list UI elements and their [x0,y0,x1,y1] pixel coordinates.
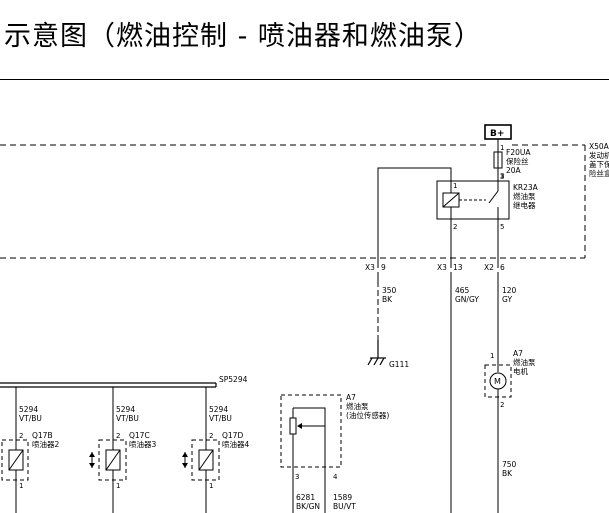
title-divider [0,79,609,80]
battery-positive-box: B+ [484,124,512,140]
connector-x3-b: X3 [437,263,447,272]
relay-kr23a [436,180,510,220]
injector-3-id: Q17D [222,431,243,440]
fuse-block-id: X50A [589,142,609,151]
wire-120-circuit: 120 [502,286,517,295]
splice-id: SP5294 [219,375,248,384]
level-sensor-id: A7 [346,393,356,402]
pump-motor-desc-2: 电机 [513,366,528,376]
wire-120-color: GY [502,295,512,304]
injector-2-color: VT/BU [116,414,139,423]
injector-1-pin-top: 2 [19,432,23,440]
battery-positive-label: B+ [490,129,504,139]
fuse-block-desc-3: 险丝盒 [589,168,609,178]
ground-id: G111 [389,360,409,369]
wire-6281-color: BK/GN [296,502,320,511]
relay-pin-2: 2 [453,223,457,231]
pump-motor-id: A7 [513,349,523,358]
connector-x3-b-pin: 13 [453,263,463,272]
level-sensor-desc-1: 燃油泵 [346,401,369,411]
level-sensor-desc-2: (油位传感器) [346,410,389,420]
injector-3-pin-top: 2 [209,432,213,440]
fuse-block-desc-1: 发动机 [589,150,609,160]
injector-q17b [1,387,29,513]
connector-x3-a: X3 [365,263,375,272]
wire-350-color: BK [382,295,393,304]
injector-q17c [89,387,127,513]
level-sensor-pin-4: 4 [333,473,338,481]
relay-pin-3: 3 [500,173,504,181]
ground-g111 [367,340,386,366]
pump-motor-desc-1: 燃油泵 [513,357,536,367]
wire-465-circuit: 465 [455,286,470,295]
relay-desc-2: 继电器 [513,200,536,210]
fuel-pump-motor [484,352,512,513]
fuel-level-sensor [280,394,342,513]
fuse-rating: 20A [506,166,522,175]
wire-6281-circuit: 6281 [296,493,315,502]
level-sensor-pin-3: 3 [295,473,299,481]
wire-465-color: GN/GY [455,295,479,304]
pump-motor-symbol: M [494,377,501,386]
injector-3-color: VT/BU [209,414,232,423]
injector-2-pin-bottom: 1 [116,482,120,490]
relay-desc-1: 燃油泵 [513,191,536,201]
injector-2-circuit: 5294 [116,405,135,414]
fuse-id: F20UA [506,148,531,157]
injector-3-circuit: 5294 [209,405,228,414]
injector-2-pin-top: 2 [116,432,120,440]
injector-1-id: Q17B [32,431,53,440]
relay-id: KR23A [513,183,539,192]
pump-motor-pin-top: 1 [490,352,494,360]
wire-relay-coil-feed [377,167,452,268]
relay-pin-5: 5 [500,223,504,231]
wire-350-circuit: 350 [382,286,397,295]
injector-q17d [182,387,220,513]
fuse-desc: 保险丝 [506,156,529,166]
connector-x2-pin: 6 [500,263,505,272]
wire-750-circuit: 750 [502,460,517,469]
injector-3-desc: 喷油器4 [222,439,249,449]
pump-motor-pin-bottom: 2 [500,401,504,409]
wire-1589-circuit: 1589 [333,493,352,502]
wire-1589-color: BU/VT [333,502,356,511]
page-title: 示意图（燃油控制 - 喷油器和燃油泵） [4,21,482,52]
connector-x3-a-pin: 9 [381,263,386,272]
injector-1-desc: 喷油器2 [32,439,59,449]
connector-x2: X2 [484,263,494,272]
fuse-pin-bottom: 3 [500,172,504,180]
fuse-block-boundary [0,144,586,259]
injector-1-color: VT/BU [19,414,42,423]
injector-2-desc: 喷油器3 [129,439,156,449]
injector-2-id: Q17C [129,431,150,440]
injector-1-circuit: 5294 [19,405,38,414]
injector-3-pin-bottom: 1 [209,482,213,490]
fuse-block-desc-2: 盖下保 [589,159,609,169]
relay-pin-1: 1 [453,182,457,190]
fuse-f20ua [493,151,503,169]
wire-750-color: BK [502,469,513,478]
fuse-pin-top: 1 [500,144,504,152]
splice-sp5294 [0,382,217,388]
injector-1-pin-bottom: 1 [19,482,23,490]
